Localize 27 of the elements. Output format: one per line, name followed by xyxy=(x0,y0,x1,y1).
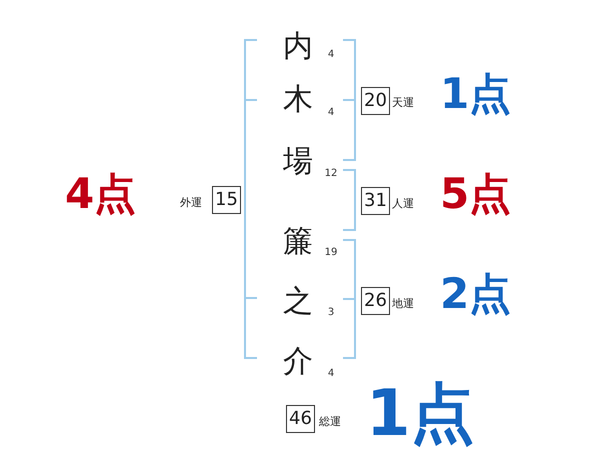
fortune-label: 地運 xyxy=(392,298,414,309)
stroke-count: 4 xyxy=(326,50,336,60)
fortune-label: 人運 xyxy=(392,198,414,209)
stroke-count: 12 xyxy=(324,169,338,179)
stroke-total-box: 26 xyxy=(361,287,390,315)
name-character: 簾 xyxy=(282,227,314,257)
fortune-label: 天運 xyxy=(392,97,414,108)
stroke-count: 4 xyxy=(326,108,336,118)
stroke-count: 19 xyxy=(324,248,338,258)
stroke-total-box: 20 xyxy=(361,87,390,115)
stroke-total-box: 46 xyxy=(286,405,315,433)
score-label: 1点 xyxy=(366,382,475,446)
score-label: 5点 xyxy=(440,173,512,215)
fortune-label: 総運 xyxy=(319,416,341,427)
stroke-total-box: 15 xyxy=(212,186,241,214)
name-character: 木 xyxy=(282,85,314,115)
stroke-count: 4 xyxy=(326,369,336,379)
score-label: 2点 xyxy=(440,273,512,315)
score-label: 4点 xyxy=(65,173,136,215)
name-character: 介 xyxy=(282,347,314,377)
name-character: 場 xyxy=(282,147,314,177)
name-character: 内 xyxy=(282,32,314,62)
score-label: 1点 xyxy=(440,73,512,115)
fortune-label: 外運 xyxy=(180,197,202,208)
stroke-count: 3 xyxy=(326,308,336,318)
name-character: 之 xyxy=(282,287,314,317)
stroke-total-box: 31 xyxy=(361,187,390,215)
